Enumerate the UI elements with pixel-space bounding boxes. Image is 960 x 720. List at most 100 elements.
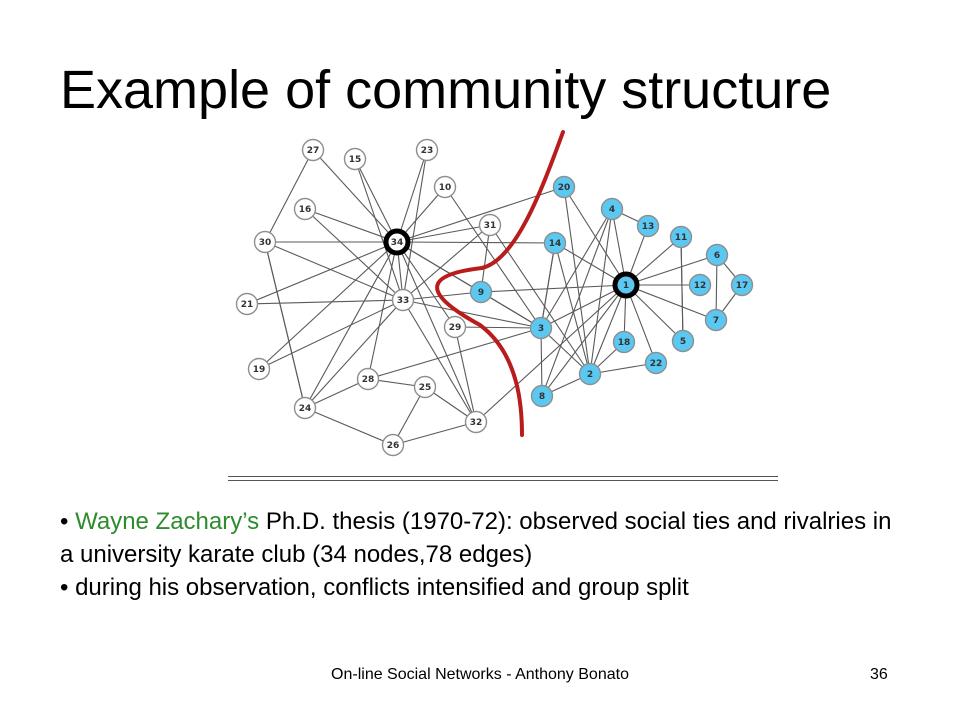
- node-circle-24: [293, 396, 317, 420]
- edge-32-34: [396, 241, 477, 423]
- node-label-28: 28: [362, 375, 375, 385]
- node-label-18: 18: [618, 338, 631, 348]
- node-15: 15: [343, 147, 367, 171]
- edge-14-2: [554, 242, 591, 375]
- node-circle-7: [704, 308, 728, 332]
- node-20: 20: [552, 175, 576, 199]
- node-4: 4: [600, 197, 624, 221]
- node-label-29: 29: [449, 323, 462, 333]
- edge-30-33: [264, 241, 404, 301]
- edge-24-26: [304, 407, 394, 446]
- edge-15-34: [354, 158, 398, 243]
- node-circle-6: [705, 243, 729, 267]
- node-circle-31: [478, 213, 502, 237]
- node-5: 5: [671, 329, 695, 353]
- node-label-21: 21: [241, 300, 254, 310]
- node-10: 10: [433, 175, 457, 199]
- slide-footer: On-line Social Networks - Anthony Bonato: [331, 666, 629, 683]
- node-34: 34: [383, 228, 411, 256]
- edge-23-34: [396, 149, 428, 243]
- node-label-2: 2: [587, 370, 593, 380]
- edge-29-3: [454, 326, 542, 329]
- edge-3-2: [540, 327, 591, 375]
- node-circle-23: [415, 138, 439, 162]
- node-6: 6: [705, 243, 729, 267]
- node-label-9: 9: [478, 288, 484, 298]
- node-label-7: 7: [713, 316, 719, 326]
- node-label-1: 1: [623, 281, 629, 291]
- edge-34-14: [396, 241, 556, 244]
- node-circle-9: [469, 280, 493, 304]
- node-33: 33: [391, 288, 415, 312]
- edge-6-1: [625, 254, 718, 286]
- node-label-26: 26: [387, 441, 400, 451]
- node-circle-19: [247, 357, 271, 381]
- edge-24-30: [264, 241, 306, 409]
- node-circle-15: [343, 147, 367, 171]
- edge-20-1: [563, 186, 627, 286]
- node-label-4: 4: [609, 205, 615, 215]
- node-label-11: 11: [675, 233, 688, 243]
- node-18: 18: [612, 330, 636, 354]
- edge-20-2: [563, 186, 591, 375]
- node-2: 2: [578, 362, 602, 386]
- node-circle-29: [443, 315, 467, 339]
- bullet-item: • during his observation, conflicts inte…: [60, 574, 689, 601]
- node-9: 9: [469, 280, 493, 304]
- node-13: 13: [636, 214, 660, 238]
- node-label-31: 31: [484, 221, 497, 231]
- page-number: 36: [870, 666, 888, 683]
- edge-9-1: [480, 284, 627, 293]
- edge-21-33: [246, 299, 404, 305]
- node-circle-14: [543, 231, 567, 255]
- node-29: 29: [443, 315, 467, 339]
- edge-7-1: [625, 284, 717, 321]
- node-circle-17: [730, 273, 754, 297]
- edge-19-33: [258, 299, 404, 370]
- slide-title: Example of community structure: [60, 60, 832, 120]
- node-label-23: 23: [421, 146, 434, 156]
- edge-15-33: [354, 158, 404, 301]
- node-label-32: 32: [470, 418, 483, 428]
- edge-28-24: [304, 378, 369, 409]
- node-31: 31: [478, 213, 502, 237]
- node-circle-20: [552, 175, 576, 199]
- node-label-16: 16: [299, 205, 312, 215]
- edge-9-3: [480, 291, 542, 329]
- node-label-25: 25: [419, 383, 432, 393]
- node-circle-26: [381, 433, 405, 457]
- node-circle-16: [293, 197, 317, 221]
- edge-10-3: [444, 186, 542, 329]
- node-19: 19: [247, 357, 271, 381]
- node-label-14: 14: [549, 239, 562, 249]
- node-label-8: 8: [539, 392, 545, 402]
- edge-3-4: [540, 208, 613, 329]
- node-circle-8: [530, 384, 554, 408]
- node-circle-28: [356, 367, 380, 391]
- edge-3-1: [540, 284, 627, 329]
- node-26: 26: [381, 433, 405, 457]
- node-circle-22: [644, 351, 668, 375]
- edge-23-33: [402, 149, 428, 301]
- edge-5-11: [680, 236, 684, 342]
- node-circle-30: [253, 230, 277, 254]
- node-label-17: 17: [736, 281, 749, 291]
- node-28: 28: [356, 367, 380, 391]
- divider-line: [228, 480, 778, 481]
- edge-33-32: [402, 299, 477, 423]
- bullet-list: • Wayne Zachary’s Ph.D. thesis (1970-72)…: [60, 505, 910, 604]
- node-label-24: 24: [299, 404, 312, 414]
- node-label-34: 34: [391, 238, 404, 248]
- edge-33-24: [304, 299, 404, 409]
- bullet-marker: •: [60, 508, 76, 535]
- node-circle-18: [612, 330, 636, 354]
- node-1: 1: [612, 271, 640, 299]
- node-7: 7: [704, 308, 728, 332]
- node-circle-12: [688, 273, 712, 297]
- node-24: 24: [293, 396, 317, 420]
- edge-3-14: [540, 242, 556, 329]
- node-circle-11: [669, 225, 693, 249]
- node-27: 27: [301, 138, 325, 162]
- node-label-22: 22: [650, 359, 663, 369]
